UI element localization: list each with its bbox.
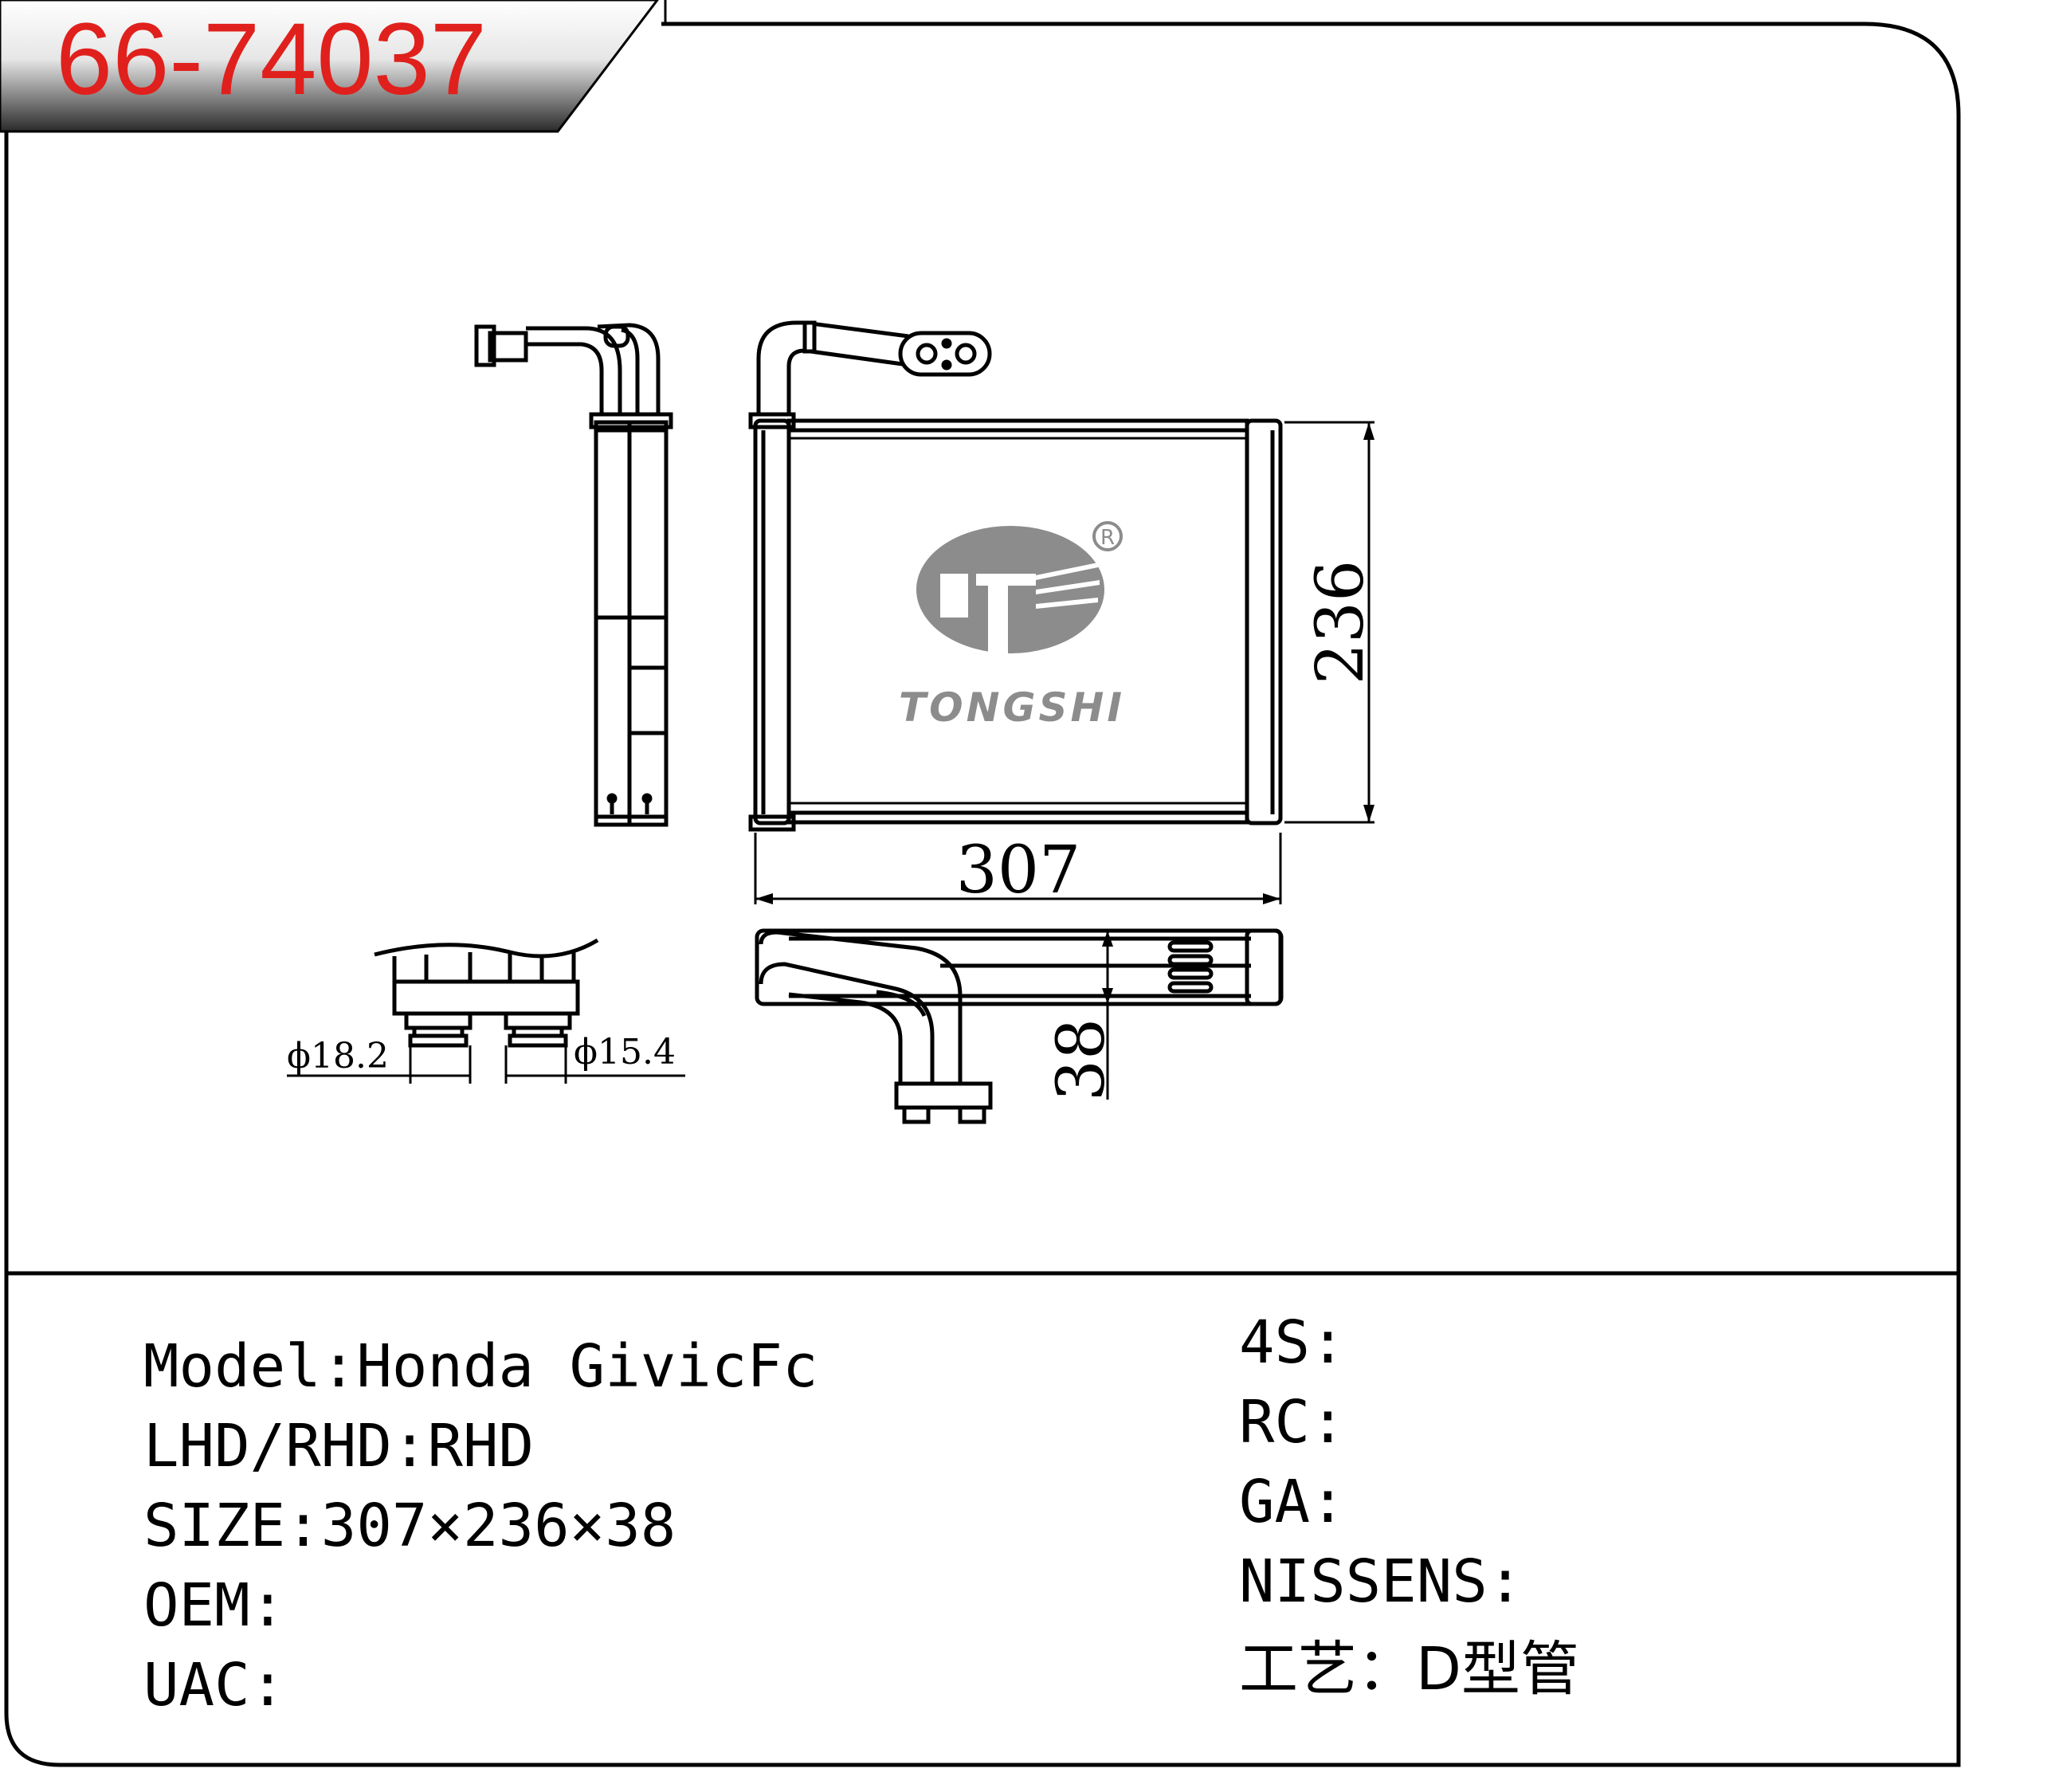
bottom-view <box>755 928 1284 1124</box>
dim-height-label: 236 <box>1303 560 1378 685</box>
spec-separator: : <box>1487 1547 1523 1616</box>
spec-label: RC <box>1239 1388 1311 1457</box>
dim-depth <box>1076 929 1116 1100</box>
dim-depth-label: 38 <box>1044 1018 1120 1101</box>
tongshi-logo: R TONGSHI <box>899 521 1125 731</box>
brand-name: TONGSHI <box>899 684 1125 731</box>
dim-width-label: 307 <box>956 833 1081 908</box>
spec-uac: UAC: <box>143 1656 285 1715</box>
spec-label: 4S <box>1239 1308 1311 1377</box>
spec-size: SIZE:307×236×38 <box>143 1496 676 1555</box>
part-number: 66-74037 <box>56 2 487 116</box>
spec-value: RHD <box>427 1412 535 1480</box>
spec-ga: GA: <box>1239 1472 1346 1531</box>
dim-height <box>1284 421 1374 824</box>
spec-separator: : <box>249 1651 286 1719</box>
spec-label: SIZE <box>143 1492 286 1560</box>
pipe-dim-lines <box>287 1045 685 1084</box>
spec-lhd-rhd: LHD/RHD:RHD <box>143 1417 534 1476</box>
part-number-banner <box>0 0 659 133</box>
spec-process: 工艺：D型管 <box>1239 1640 1579 1699</box>
dim-width <box>754 833 1282 904</box>
spec-separator: : <box>320 1332 357 1401</box>
connector-detail <box>374 938 599 1048</box>
pipe-diameter-2: ϕ15.4 <box>574 1032 676 1072</box>
spec-label: NISSENS <box>1239 1547 1488 1616</box>
spec-label: LHD/RHD <box>143 1412 392 1480</box>
spec-label: OEM <box>143 1571 250 1640</box>
front-view-core <box>748 320 1283 832</box>
side-view <box>474 323 673 827</box>
frame-border <box>4 22 1961 1767</box>
spec-separator: : <box>391 1412 428 1480</box>
spec-label: UAC <box>143 1651 250 1719</box>
registered-mark: R <box>1100 526 1115 550</box>
spec-oem: OEM: <box>143 1576 285 1635</box>
spec-separator: ： <box>1357 1635 1416 1704</box>
spec-label: 工艺 <box>1239 1635 1357 1704</box>
spec-value: D型管 <box>1416 1635 1579 1704</box>
spec-separator: : <box>1310 1388 1346 1457</box>
spec-model: Model:Honda GivicFc <box>143 1337 818 1396</box>
spec-value: 307×236×38 <box>320 1492 676 1560</box>
spec-separator: : <box>285 1492 321 1560</box>
spec-value: Honda GivicFc <box>356 1332 818 1401</box>
spec-label: GA <box>1239 1468 1311 1536</box>
spec-4s: 4S: <box>1239 1313 1346 1372</box>
pipe-diameter-1: ϕ18.2 <box>287 1036 389 1076</box>
spec-label: Model <box>143 1332 321 1401</box>
spec-separator: : <box>1310 1308 1346 1377</box>
spec-nissens: NISSENS: <box>1239 1552 1523 1611</box>
spec-rc: RC: <box>1239 1393 1346 1452</box>
spec-separator: : <box>249 1571 286 1640</box>
spec-separator: : <box>1310 1468 1346 1536</box>
